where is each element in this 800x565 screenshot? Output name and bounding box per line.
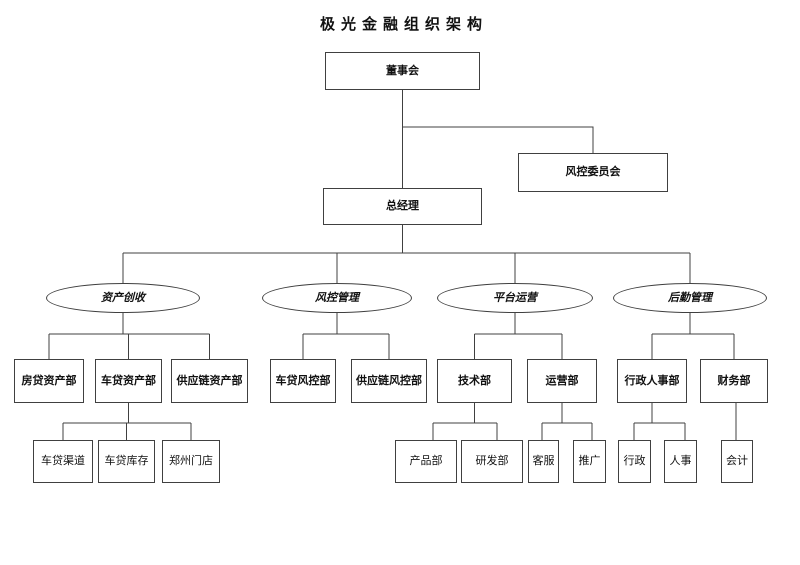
team-car-loan-channel: 车贷渠道	[33, 440, 93, 483]
dept-technology: 技术部	[437, 359, 512, 403]
dept-admin-hr: 行政人事部	[617, 359, 687, 403]
team-customer-service: 客服	[528, 440, 559, 483]
team-admin: 行政	[618, 440, 651, 483]
division-asset-income: 资产创收	[46, 283, 200, 313]
dept-supply-chain-assets: 供应链资产部	[171, 359, 248, 403]
team-accounting: 会计	[721, 440, 753, 483]
dept-finance: 财务部	[700, 359, 768, 403]
team-promotion: 推广	[573, 440, 606, 483]
team-hr: 人事	[664, 440, 697, 483]
dept-car-loan-assets: 车贷资产部	[95, 359, 162, 403]
dept-mortgage-assets: 房贷资产部	[14, 359, 84, 403]
team-product: 产品部	[395, 440, 457, 483]
chart-title: 极光金融组织架构	[319, 16, 488, 33]
division-logistics-management: 后勤管理	[613, 283, 767, 313]
team-rnd: 研发部	[461, 440, 523, 483]
node-general-manager: 总经理	[323, 188, 482, 225]
node-board: 董事会	[325, 52, 480, 90]
dept-car-loan-risk: 车贷风控部	[270, 359, 336, 403]
dept-supply-chain-risk: 供应链风控部	[351, 359, 427, 403]
team-car-loan-inventory: 车贷库存	[98, 440, 155, 483]
team-zhengzhou-store: 郑州门店	[162, 440, 220, 483]
node-risk-committee: 风控委员会	[518, 153, 668, 192]
dept-operations: 运营部	[527, 359, 597, 403]
division-platform-operations: 平台运营	[437, 283, 593, 313]
division-risk-management: 风控管理	[262, 283, 412, 313]
